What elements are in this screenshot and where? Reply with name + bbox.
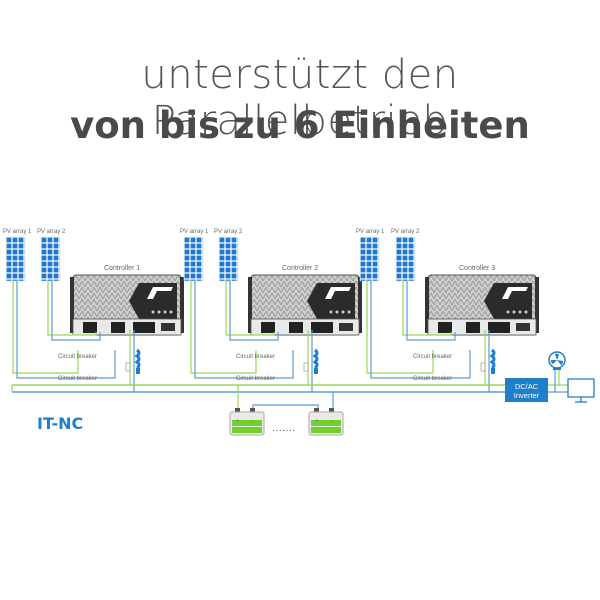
fuse-icon <box>303 362 309 372</box>
pv-array-label: PV array 1 <box>180 229 209 235</box>
controller-group-2: PV array 1 PV array 2 Controller 2 Circu… <box>180 229 363 392</box>
circuit-breaker-label: Circuit breaker <box>413 376 452 382</box>
battery-plus: + <box>315 419 319 425</box>
controller-group-1: PV array 1 PV array 2 Controller 1 Circu… <box>3 229 185 392</box>
battery-plus: + <box>236 419 240 425</box>
solar-panel-icon <box>218 236 239 282</box>
pv-array-label: PV array 1 <box>3 229 32 235</box>
circuit-breaker-label: Circuit breaker <box>58 376 97 382</box>
circuit-breaker-label: Circuit breaker <box>58 354 97 360</box>
inverter-label-2: Inverter <box>514 391 540 400</box>
monitor-icon <box>567 378 595 403</box>
lamp-icon <box>489 348 496 374</box>
inverter-box: DC/AC Inverter <box>505 378 548 402</box>
circuit-breaker-label: Circuit breaker <box>236 354 275 360</box>
battery-minus: − <box>330 419 334 425</box>
controller-group-3: PV array 1 PV array 2 Controller 3 Circu… <box>356 229 540 392</box>
lamp-icon <box>312 348 319 374</box>
fan-icon <box>548 351 566 370</box>
solar-panel-icon <box>5 236 26 282</box>
fuse-icon <box>480 362 486 372</box>
parallel-wiring-diagram: PV array 1 PV array 2 Controller 1 Circu… <box>3 229 595 436</box>
pv-array-label: PV array 2 <box>37 229 66 235</box>
solar-panel-icon <box>40 236 61 282</box>
inverter-label-1: DC/AC <box>515 382 539 391</box>
controller-label: Controller 3 <box>459 265 495 272</box>
headline-line-1: unterstützt den Parallelbetrieb <box>141 52 459 144</box>
charge-controller-icon <box>424 274 540 336</box>
charge-controller-icon <box>69 274 185 336</box>
pv-array-label: PV array 2 <box>214 229 243 235</box>
solar-panel-icon <box>395 236 416 282</box>
pv-array-label: PV array 2 <box>391 229 420 235</box>
solar-panel-icon <box>359 236 380 282</box>
controller-label: Controller 1 <box>104 265 140 272</box>
fuse-icon <box>125 362 131 372</box>
pv-array-label: PV array 1 <box>356 229 385 235</box>
circuit-breaker-label: Circuit breaker <box>413 354 452 360</box>
system-type-label: IT-NC <box>37 414 84 433</box>
lamp-icon <box>134 348 141 374</box>
headline-line-2: von bis zu 6 Einheiten <box>70 104 530 147</box>
battery-minus: − <box>251 419 255 425</box>
controller-label: Controller 2 <box>282 265 318 272</box>
battery-ellipsis: ······· <box>272 425 295 436</box>
solar-panel-icon <box>183 236 204 282</box>
circuit-breaker-label: Circuit breaker <box>236 376 275 382</box>
charge-controller-icon <box>247 274 363 336</box>
